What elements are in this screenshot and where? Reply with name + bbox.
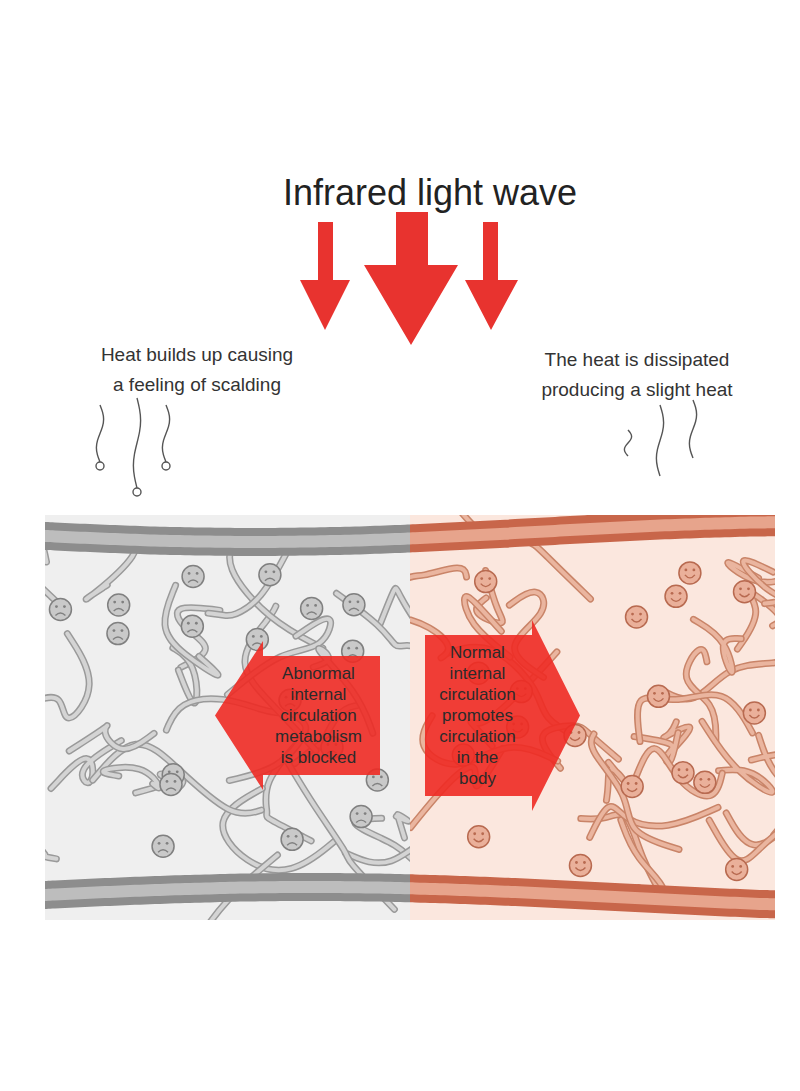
infrared-arrows	[300, 212, 518, 345]
heat-wisp	[656, 405, 663, 476]
wisp-bubble	[133, 488, 141, 496]
arrow-caption: Normal internal circulation promotes cir…	[439, 642, 516, 789]
title: Infrared light wave	[180, 172, 680, 214]
skin-band	[45, 516, 410, 548]
skin-band	[410, 515, 775, 556]
arrow-fill	[215, 641, 380, 790]
skin-band	[45, 515, 410, 556]
skin-band	[410, 516, 775, 548]
wisp-bubble	[162, 462, 170, 470]
skin-band	[45, 881, 410, 910]
ray-arrow	[300, 222, 350, 330]
heat-note: Heat builds up causing a feeling of scal…	[32, 340, 362, 400]
heat-note: The heat is dissipated producing a sligh…	[487, 345, 787, 405]
ray-arrow	[364, 212, 458, 345]
circulation-arrow: Abnormal internal circulation metabolism…	[215, 641, 380, 790]
tissue-half	[45, 515, 410, 920]
heat-wisp	[162, 405, 169, 462]
arrow-fill	[425, 620, 580, 811]
skin-band	[410, 881, 775, 910]
arrow-caption: Abnormal internal circulation metabolism…	[275, 663, 362, 768]
wisp-bubble	[96, 462, 104, 470]
tissue-half	[410, 515, 775, 920]
fiber-network	[45, 515, 410, 920]
skin-band	[45, 873, 410, 918]
ray-arrow	[465, 222, 518, 330]
heat-wisp	[689, 400, 696, 458]
tissue-illustration	[0, 502, 800, 963]
heat-wisps	[96, 398, 697, 496]
fiber-network	[410, 515, 775, 909]
circulation-arrow: Normal internal circulation promotes cir…	[425, 620, 580, 811]
heat-wisp	[624, 430, 631, 456]
heat-wisp	[96, 405, 103, 462]
skin-band	[410, 873, 775, 918]
heat-wisp	[133, 398, 140, 488]
cell-faces	[49, 564, 388, 857]
